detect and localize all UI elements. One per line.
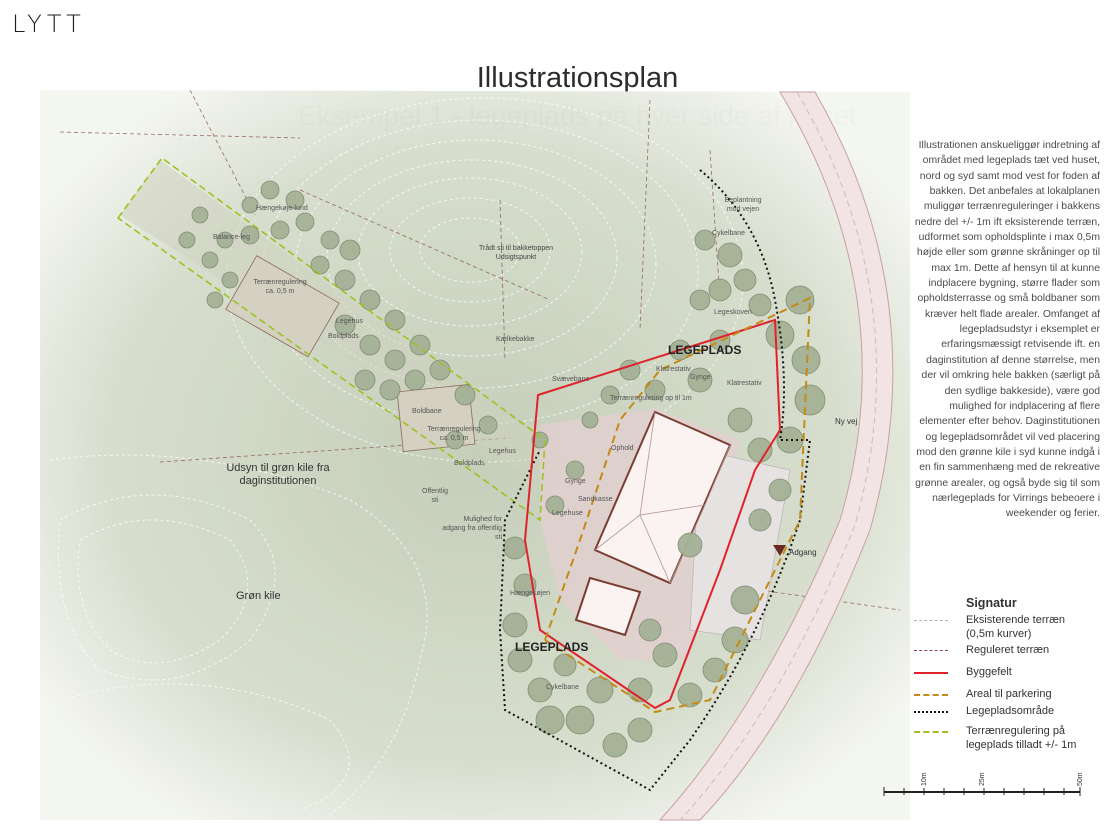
label-gynge-n: Gynge: [690, 374, 711, 381]
label-svaevebane: Svævebane: [552, 376, 590, 383]
label-gron-kile: Grøn kile: [236, 590, 281, 602]
label-haengekoje-lund: Hængekøje-lund: [256, 205, 308, 212]
legend-swatch-parkering: [914, 694, 948, 696]
label-kaelkebakke: Kælkebakke: [496, 336, 535, 343]
label-adgang: Adgang: [789, 548, 817, 557]
legend-item-terrain: Eksisterende terræn (0,5m kurver): [910, 613, 1110, 641]
building-annex: [574, 576, 642, 637]
legend-item-legeplads: Legepladsområde: [910, 704, 1110, 720]
legend-swatch-byggefelt: [914, 672, 948, 674]
byggefelt-boundary: [523, 318, 782, 710]
legend-item-terraenregulering: Terrænregulering på legeplads tilladt +/…: [910, 724, 1110, 754]
label-legehus-nw: Legehus: [336, 318, 363, 325]
legend-item-byggefelt: Byggefelt: [910, 665, 1110, 681]
legend-label-byggefelt: Byggefelt: [966, 666, 1012, 678]
legend-label-reguleret: Reguleret terræn: [966, 644, 1050, 656]
label-legeskoven: Legeskoven: [714, 309, 752, 316]
label-udsyn: Udsyn til grøn kile fra daginstitutionen: [226, 462, 330, 487]
description-text: Illustrationen anskueliggør indretning a…: [914, 140, 1100, 520]
label-ophold: Ophold: [611, 445, 634, 452]
label-legeplads-north: LEGEPLADS: [668, 343, 742, 357]
legend-swatch-terrain: [914, 620, 948, 621]
label-mulighed: Mulighed for adgang fra offentlig sti: [442, 516, 502, 541]
scale-bar: 10m 25m 50m: [883, 772, 1084, 796]
legend-swatch-reguleret: [914, 650, 948, 651]
scale-label-10m: 10m: [921, 772, 928, 786]
page-title: Illustrationsplan: [476, 62, 679, 94]
label-terraen-nw: Terrænregulering ca. 0,5 m: [253, 279, 307, 295]
label-terraen-w: Terrænregulering ca. 0,5 m: [427, 426, 481, 442]
label-boldbane: Boldbane: [412, 408, 442, 415]
label-cykelbane-s: Cykelbane: [546, 684, 580, 691]
label-offentlig-sti: Offentlig sti: [422, 488, 448, 504]
trees: [178, 180, 826, 758]
building-main: [593, 410, 732, 585]
parkering-boundary: [543, 296, 812, 714]
label-cykelbane-n: Cykelbane: [712, 230, 746, 237]
label-terraen-1m: Terrænregulering op til 1m: [610, 395, 692, 402]
label-ny-vej: Ny vej: [835, 417, 858, 426]
scale-label-50m: 50m: [1077, 772, 1084, 786]
label-sandkasse: Sandkasse: [578, 496, 613, 503]
legend-item-reguleret: Reguleret terræn: [910, 643, 1110, 659]
label-klatrestativ-2: Klatrestativ: [727, 380, 762, 387]
legend-label-legeplads: Legepladsområde: [966, 705, 1055, 717]
legend-item-parkering: Areal til parkering: [910, 687, 1110, 703]
legepladsomraade-boundary: [498, 169, 812, 792]
legend-label-parkering: Areal til parkering: [966, 688, 1052, 700]
road-ny-vej: [658, 91, 894, 821]
terraenregulering-boundary: [116, 156, 546, 522]
label-boldplads-nw: Boldplads: [328, 333, 359, 340]
label-boldplads-w: Boldplads: [454, 460, 485, 467]
brand-logo: LYTT: [12, 10, 86, 38]
label-legeplads-south: LEGEPLADS: [515, 640, 589, 654]
label-legehus-w: Legehus: [489, 448, 516, 455]
nw-play-field: [225, 255, 340, 358]
legend-label-terrain: Eksisterende terræn (0,5m kurver): [966, 614, 1066, 640]
scale-label-25m: 25m: [979, 772, 986, 786]
label-balance-leg: Balance-leg: [213, 234, 250, 241]
adgang-arrow: [773, 545, 786, 556]
label-traadt-sti: Trådt sti til bakketoppen Udsigtspunkt: [478, 245, 554, 261]
legend-title: Signatur: [966, 596, 1017, 610]
label-legehuse: Legehuse: [552, 510, 583, 517]
label-gynge-s: Gynge: [565, 478, 586, 485]
legend-label-terraenregulering: Terrænregulering på legeplads tilladt +/…: [966, 725, 1077, 751]
label-beplantning: Beplantning mod vejen: [724, 197, 762, 213]
legend-swatch-legeplads: [914, 711, 948, 713]
label-haengekoejen: Hængekøjen: [510, 590, 551, 597]
legend-swatch-terraenregulering: [914, 731, 948, 733]
label-klatrestativ-1: Klatrestativ: [656, 366, 691, 373]
